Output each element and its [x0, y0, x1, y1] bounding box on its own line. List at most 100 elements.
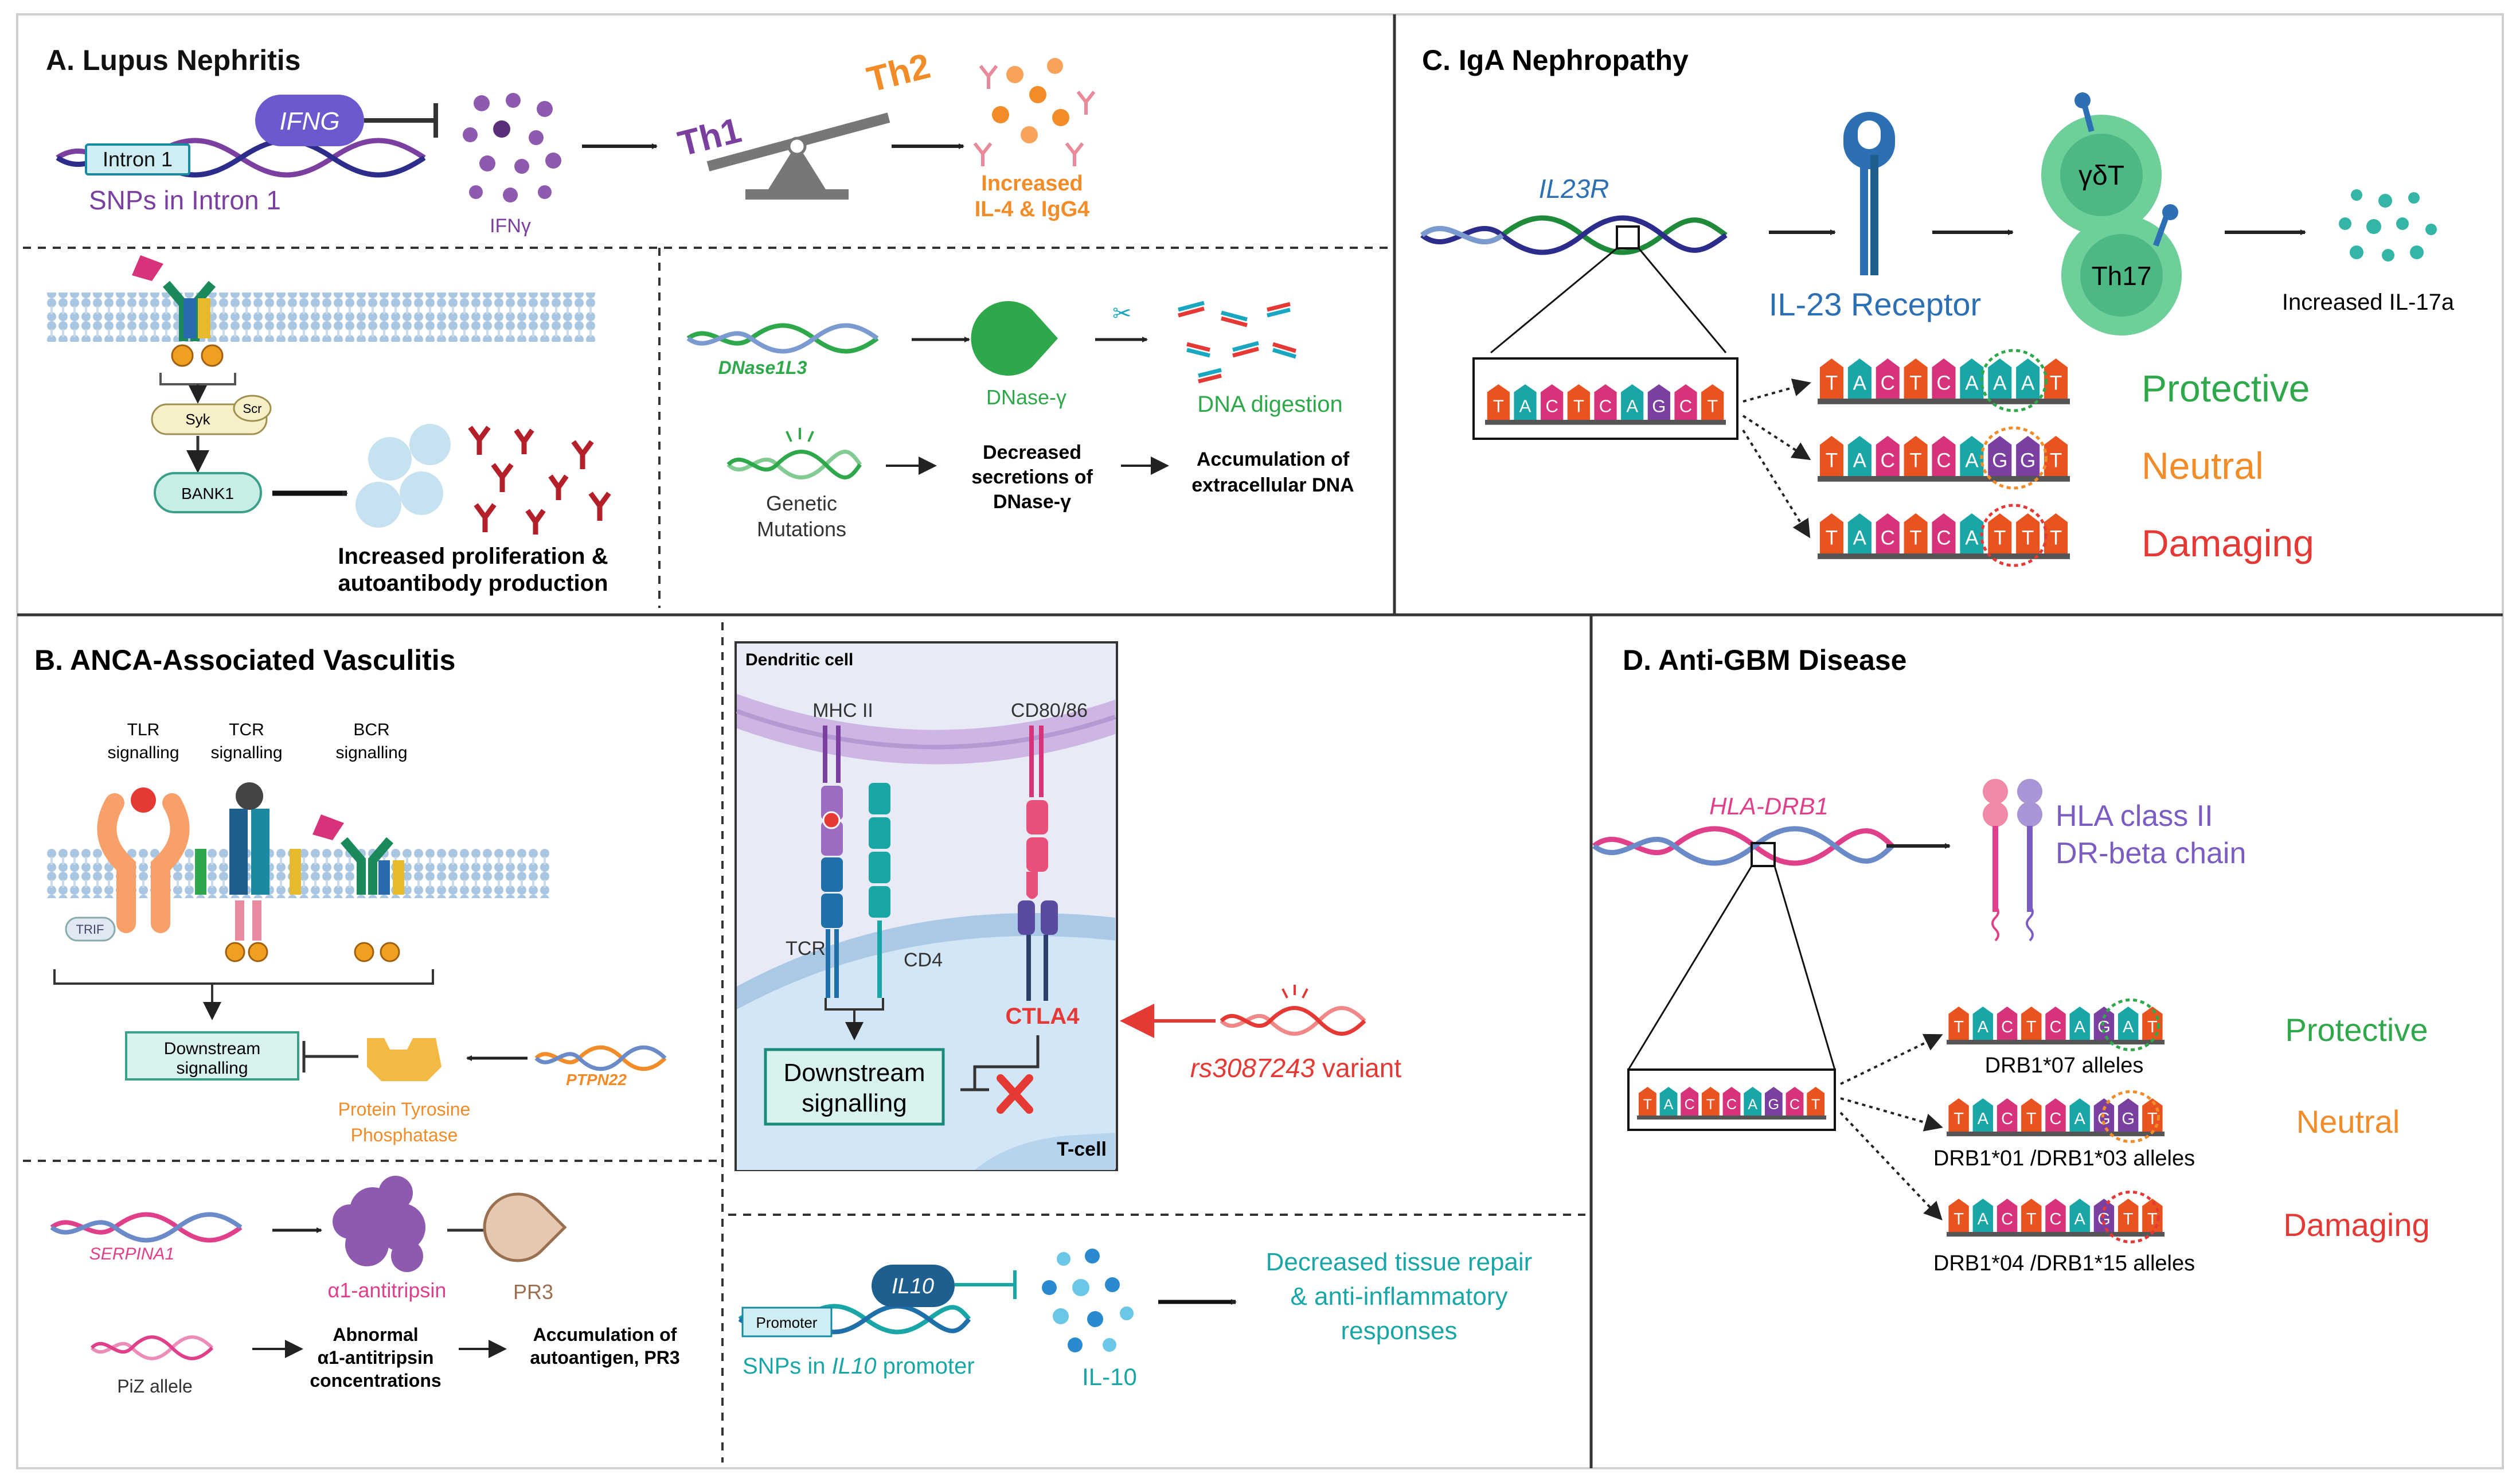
- il23r-neut-base: [1904, 436, 1928, 476]
- intron-label: Intron 1: [103, 147, 173, 171]
- ifng-pill: [255, 95, 364, 146]
- il23r-seq-base: [1487, 384, 1510, 420]
- il23r-dna: [1420, 215, 1728, 354]
- il23r-seq-base: [1567, 384, 1590, 420]
- il23r-dam-base: [1819, 513, 1843, 553]
- hla-prot-base: [1948, 1007, 1969, 1040]
- hla-class-ii-icon: [1983, 779, 2042, 942]
- il23r-dam-base-letter: C: [1881, 527, 1895, 549]
- il10-label: IL-10: [1082, 1363, 1137, 1390]
- decreased-label: Decreased: [983, 442, 1081, 463]
- il23r-prot-base: [1988, 358, 2012, 399]
- responses-label: responses: [1341, 1317, 1457, 1345]
- rs-id: rs3087243: [1190, 1053, 1315, 1083]
- il23r-seq-base-letter: T: [1707, 396, 1718, 416]
- hla-prot-base-letter: T: [1954, 1018, 1964, 1036]
- il23r-seq-base-letter: A: [1519, 396, 1531, 416]
- drb04-label: DRB1*04 /DRB1*15 alleles: [1933, 1251, 2195, 1276]
- il23r-dam-base: [2044, 513, 2068, 553]
- autoantigen-label: autoantigen, PR3: [530, 1347, 679, 1368]
- hla-seq-base-letter: T: [1706, 1097, 1715, 1113]
- tcell-downstream-label: Downstream: [784, 1059, 925, 1087]
- dr-beta-label: DR-beta chain: [2056, 837, 2246, 870]
- panel-b-title: B. ANCA-Associated Vasculitis: [34, 644, 455, 676]
- il4-igg4-cluster: [973, 58, 1096, 166]
- hla-seq-base: [1659, 1087, 1678, 1116]
- hla-neut-base-letter: T: [2026, 1110, 2037, 1128]
- hla-seq-base-letter: T: [1643, 1097, 1652, 1113]
- hla-neut-base: [2069, 1098, 2090, 1132]
- hla-dam-base: [2069, 1199, 2090, 1232]
- il23r-neut-base: [2044, 436, 2068, 476]
- il10-gene-label: IL10: [892, 1274, 934, 1298]
- panel-d-title: D. Anti-GBM Disease: [1623, 644, 1906, 676]
- gdt-receptor: [2074, 92, 2095, 132]
- hla-neut-base-letter: A: [1978, 1110, 1989, 1128]
- il23r-prot-base-letter: A: [1965, 372, 1979, 395]
- receptor-membrane: [46, 782, 550, 1020]
- hla-dam-base-letter: C: [2050, 1210, 2062, 1228]
- hla-seq-base: [1638, 1087, 1656, 1116]
- promoter-label: Promoter: [756, 1314, 818, 1331]
- hla-dam-variant-ring: [2101, 1190, 2160, 1243]
- hla-dam-base-letter: C: [2001, 1210, 2013, 1228]
- dotted-arrows-d: [1839, 1034, 1943, 1220]
- variant-word: variant: [1315, 1053, 1401, 1083]
- hla-dam-base: [2142, 1199, 2163, 1232]
- il23r-prot-variant-ring: [1980, 349, 2048, 412]
- phosphatase-label: Phosphatase: [351, 1125, 458, 1145]
- genetic-mutation-dna: [726, 428, 862, 479]
- hla-seq-base-letter: T: [1811, 1097, 1820, 1113]
- serpina1-label: SERPINA1: [89, 1245, 174, 1263]
- il23r-neut-base: [1932, 436, 1956, 476]
- d-protective-label: Protective: [2285, 1012, 2428, 1048]
- il23r-prot-backbone: [1818, 399, 2070, 404]
- il23r-dam-base-letter: T: [1909, 527, 1921, 549]
- c-neutral-label: Neutral: [2142, 444, 2264, 487]
- il10-italic: IL10: [832, 1354, 877, 1379]
- promoter-word: promoter: [876, 1354, 974, 1379]
- pr3-label: PR3: [513, 1280, 553, 1304]
- hla-prot-variant-ring: [2101, 998, 2160, 1051]
- hla-neut-base-letter: C: [2001, 1110, 2013, 1128]
- il23r-neut-base-letter: A: [1853, 450, 1867, 472]
- il23r-prot-base-letter: A: [1993, 372, 2007, 395]
- panel-a-title: A. Lupus Nephritis: [46, 44, 300, 76]
- autoantibody-label: autoantibody production: [338, 571, 608, 596]
- il23r-prot-base-letter: C: [1936, 372, 1951, 395]
- il4-igg4-label: IL-4 & IgG4: [975, 197, 1090, 221]
- tcr-label: TCR: [229, 720, 264, 739]
- il23r-prot-base: [2016, 358, 2040, 399]
- panel-c-title: C. IgA Nephropathy: [1422, 44, 1689, 76]
- accumulation-label: Accumulation of: [1197, 448, 1350, 470]
- hla-dam-base-letter: T: [1954, 1210, 1964, 1228]
- hla-dam-backbone: [1947, 1232, 2165, 1237]
- autoantibodies: [468, 426, 611, 535]
- hla-prot-base: [2142, 1007, 2163, 1040]
- il23r-dam-base-letter: T: [2050, 527, 2062, 549]
- hla-dam-base: [1948, 1199, 1969, 1232]
- hla-seq-base-letter: C: [1790, 1097, 1800, 1113]
- dnase1l3-dna: [686, 323, 879, 354]
- hla-seq-base-letter: A: [1748, 1097, 1757, 1113]
- il23r-dam-backbone: [1818, 553, 2070, 559]
- il23r-prot-base: [1819, 358, 1843, 399]
- ptpn22-dna: [534, 1045, 667, 1071]
- il23r-neut-base-letter: T: [1909, 450, 1921, 472]
- hla-prot-base: [2045, 1007, 2066, 1040]
- gdt-label: γδT: [2078, 161, 2124, 191]
- hla-neut-base: [1972, 1098, 1994, 1132]
- il23r-dam-base: [1876, 513, 1900, 553]
- hla-seq-base: [1722, 1087, 1741, 1116]
- il23r-seq-base: [1541, 384, 1564, 420]
- c-protective-label: Protective: [2142, 367, 2310, 410]
- hla-prot-base-letter: T: [2147, 1018, 2158, 1036]
- ifng-dna: Intron 1 IFNG: [56, 95, 438, 178]
- tcr-signalling-label: signalling: [210, 743, 282, 762]
- hla-prot-base: [2117, 1007, 2139, 1040]
